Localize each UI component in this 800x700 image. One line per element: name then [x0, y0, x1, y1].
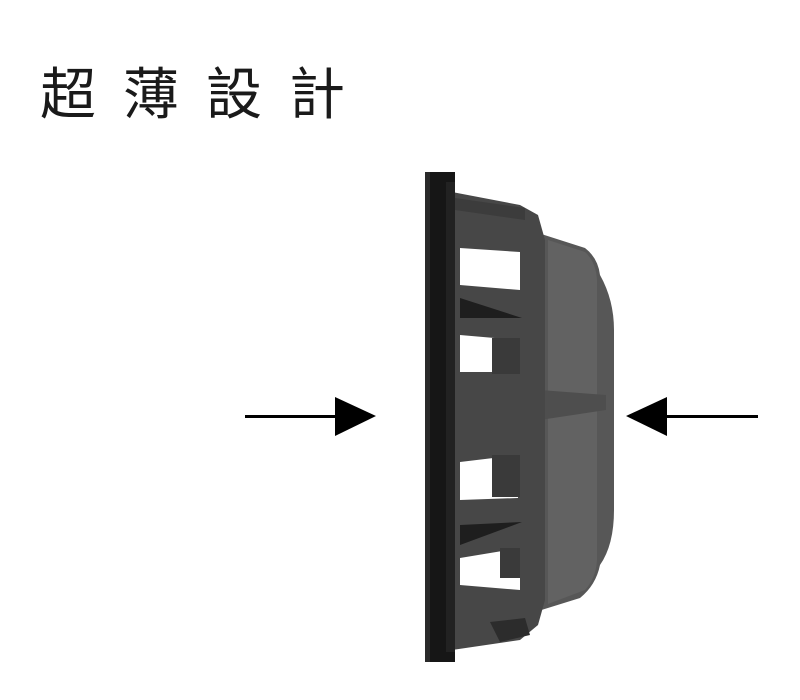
arrow-left-icon [626, 397, 758, 436]
speaker-side-profile [425, 172, 614, 662]
arrow-right-icon [245, 397, 376, 436]
page-title: 超薄設計 [40, 63, 372, 128]
